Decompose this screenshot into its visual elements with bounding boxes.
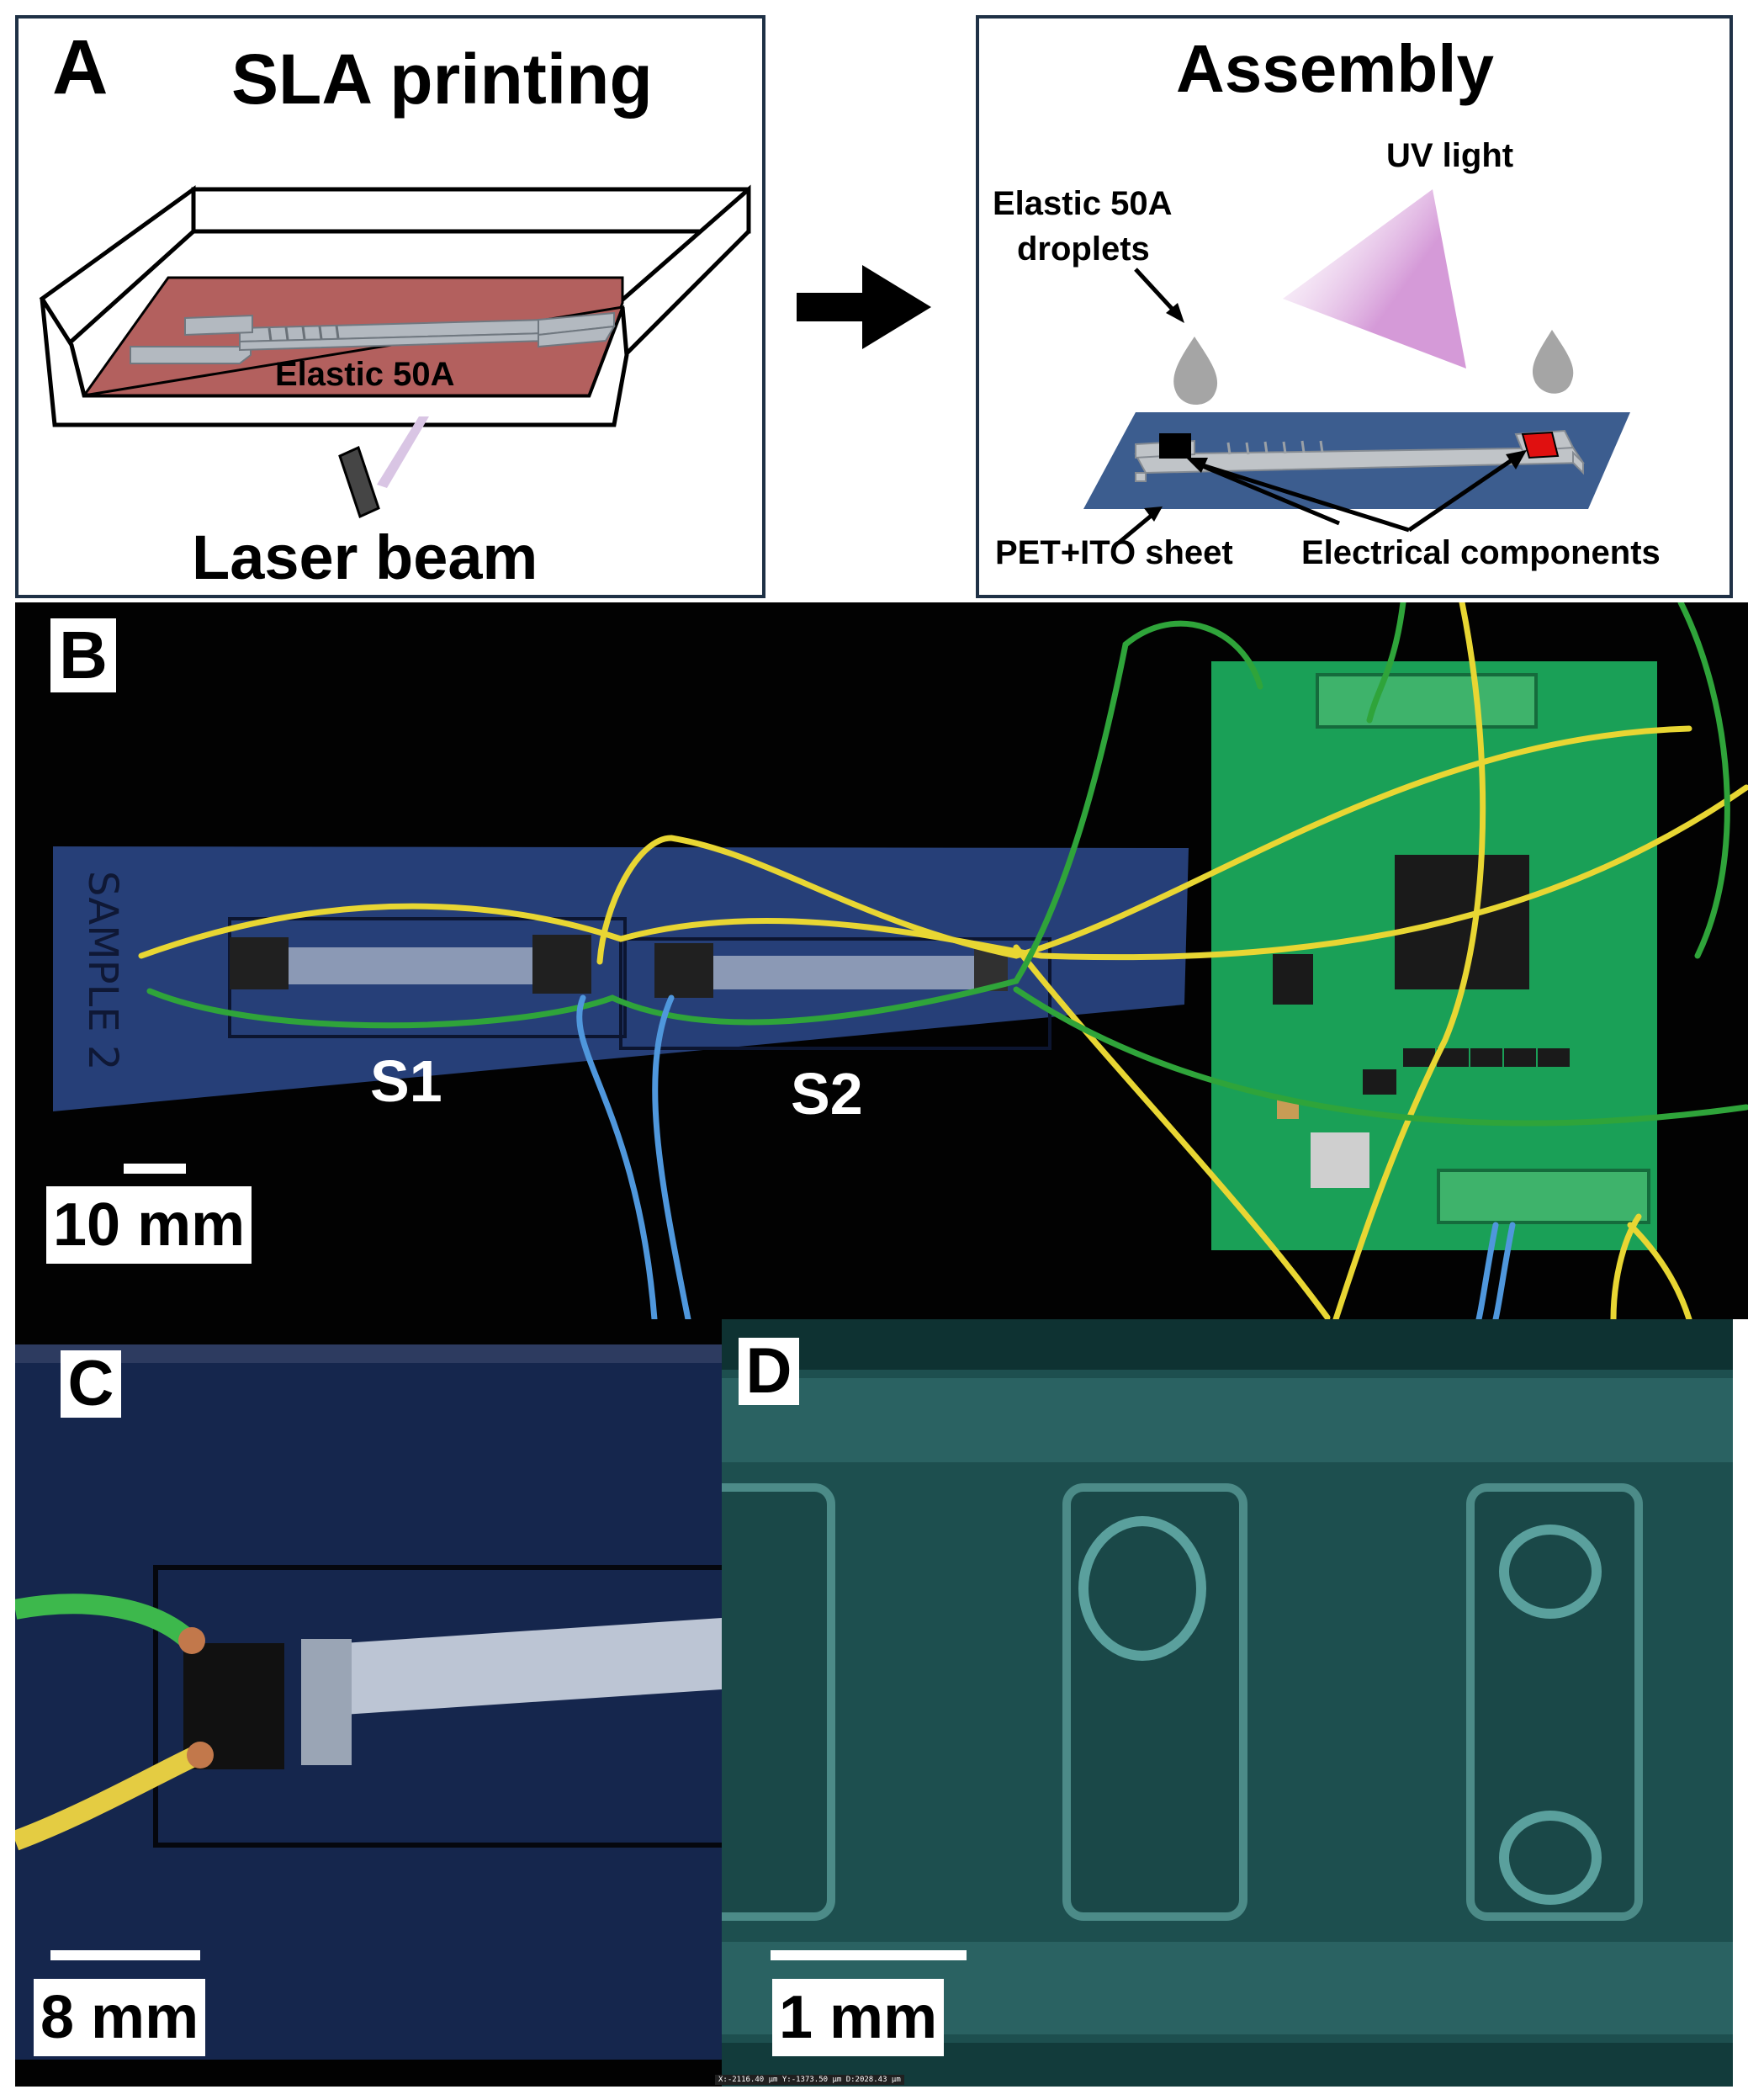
electrical-components-label: Electrical components [1301, 534, 1661, 571]
panel-a-letter: A [52, 24, 109, 110]
coordinate-readout: X:-2116.40 µm Y:-1373.50 µm D:2028.43 µm [715, 2075, 904, 2085]
sensor-s1-label: S1 [370, 1048, 442, 1114]
red-component [1521, 431, 1560, 459]
uv-light-label: UV light [1386, 137, 1514, 174]
pcb-microcontroller [1395, 855, 1529, 989]
droplet-right [1533, 330, 1574, 394]
black-component [1159, 433, 1191, 459]
droplet-left [1173, 337, 1218, 406]
sla-printing-title: SLA printing [231, 40, 653, 119]
pcb-terminal-block-top [1316, 673, 1538, 729]
pcb-terminal-block-bottom [1437, 1169, 1650, 1224]
panel-b-scene [53, 602, 1748, 1319]
sample-handwriting: SAMPLE 2 [79, 871, 126, 1071]
laser-beam-label: Laser beam [192, 522, 538, 592]
panel-c-letter: C [61, 1350, 121, 1418]
panel-c-scene [15, 1319, 722, 2087]
panel-d-scale-label: 1 mm [772, 1979, 945, 2056]
printed-sensor-part [130, 311, 616, 364]
uv-light-illustration [1283, 189, 1466, 369]
sensor-s2-label: S2 [791, 1061, 863, 1127]
resin-vat-illustration [39, 184, 751, 427]
panel-c-photo [15, 1319, 722, 2087]
panel-c-scale-label: 8 mm [34, 1979, 206, 2056]
elastic-50a-resin-label: Elastic 50A [275, 356, 455, 393]
droplets-label-line1: Elastic 50A [993, 185, 1173, 222]
panel-b-scale-bar [124, 1164, 186, 1174]
panel-d-scale-bar [771, 1950, 967, 1960]
panel-d-letter: D [739, 1338, 799, 1405]
panel-b-letter: B [50, 618, 116, 692]
panel-b-photo [15, 602, 1748, 1319]
assembly-illustration [1083, 268, 1630, 544]
process-arrow-icon [797, 265, 931, 349]
laser-emitter [338, 445, 380, 519]
assembly-title: Assembly [1176, 31, 1494, 106]
pet-ito-sheet-label: PET+ITO sheet [995, 534, 1233, 571]
panel-d-photo [722, 1319, 1733, 2087]
panel-c-scale-bar [50, 1950, 200, 1960]
droplets-label-line2: droplets [1017, 231, 1150, 268]
laser-illustration [338, 416, 429, 519]
panel-d-scene [722, 1319, 1733, 2087]
panel-b-scale-label: 10 mm [46, 1186, 252, 1264]
